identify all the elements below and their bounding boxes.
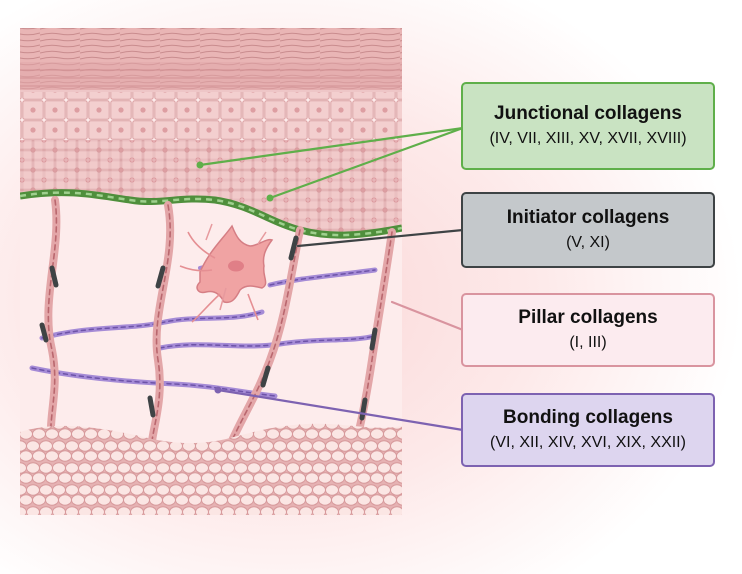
junctional-collagens-label: Junctional collagens (IV, VII, XIII, XV,… bbox=[461, 82, 715, 170]
bonding-title: Bonding collagens bbox=[503, 407, 673, 428]
pillar-title: Pillar collagens bbox=[518, 307, 658, 328]
fibroblast-arrows bbox=[179, 231, 259, 323]
bonding-collagens-label: Bonding collagens (VI, XII, XIV, XVI, XI… bbox=[461, 393, 715, 467]
initiator-fibers bbox=[39, 235, 378, 421]
adipose-layer bbox=[20, 423, 402, 515]
skin-cross-section bbox=[20, 28, 402, 515]
fibroblast-cell-icon bbox=[196, 223, 274, 311]
pillar-collagens-label: Pillar collagens (I, III) bbox=[461, 293, 715, 367]
junctional-title: Junctional collagens bbox=[494, 103, 682, 124]
initiator-title: Initiator collagens bbox=[506, 207, 670, 228]
initiator-collagens-label: Initiator collagens (V, XI) bbox=[461, 192, 715, 268]
bonding-types: (VI, XII, XIV, XVI, XIX, XXII) bbox=[490, 434, 686, 451]
leader-lines bbox=[196, 126, 465, 432]
pillar-types: (I, III) bbox=[569, 334, 607, 351]
bonding-fibers bbox=[29, 256, 378, 399]
initiator-types: (V, XI) bbox=[566, 234, 610, 251]
junctional-types: (IV, VII, XIII, XV, XVII, XVIII) bbox=[489, 130, 687, 147]
